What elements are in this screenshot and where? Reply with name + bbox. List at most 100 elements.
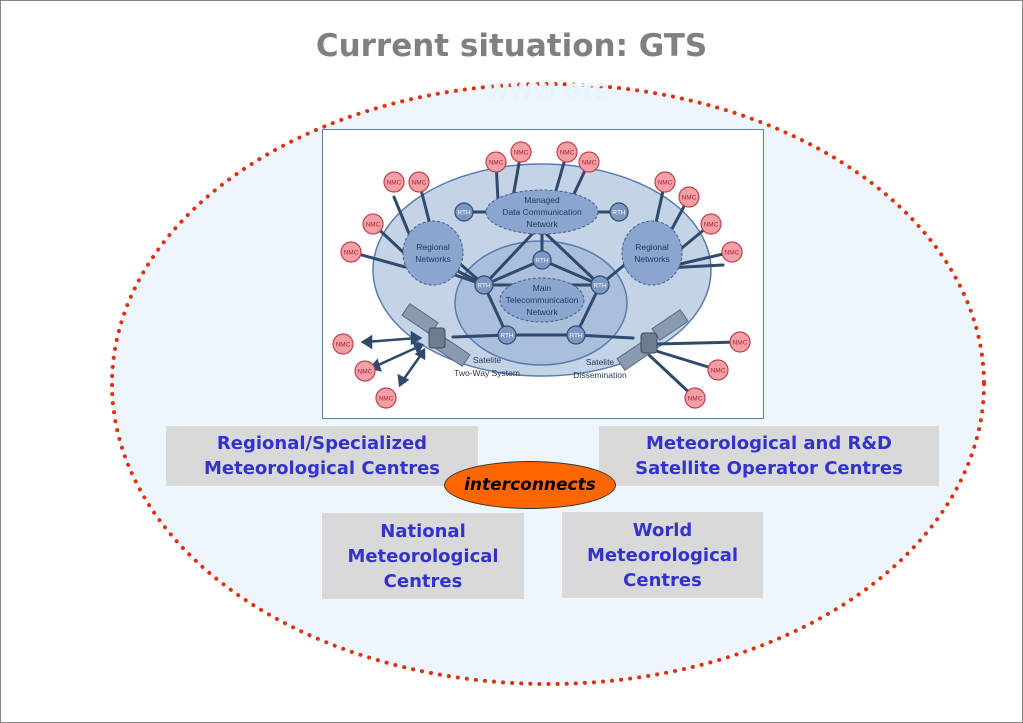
nmc-node-1-circle <box>485 151 507 173</box>
rth-node-5-circle <box>590 275 610 295</box>
network-diagram-svg: Managed Data Communication Network Main … <box>332 141 751 409</box>
rth-node-3-label: RTH <box>535 257 549 264</box>
nmc-node-16-label: NMC <box>733 339 748 346</box>
regional-left-label-1: Regional <box>416 242 450 252</box>
nmc-node-7-label: NMC <box>366 221 381 228</box>
rth-node-3: RTH <box>532 250 552 270</box>
page-title: Current situation: GTS <box>315 28 708 64</box>
regional-centres-box: Regional/Specialized Meteorological Cent… <box>166 426 478 486</box>
satellite-centres-label: Meteorological and R&D Satellite Operato… <box>635 433 903 479</box>
national-centres-label: National Meteorological Centres <box>347 520 499 592</box>
nmc-node-15-circle <box>375 387 397 409</box>
managed-label-2: Data Communication <box>502 207 582 217</box>
nmc-node-14: NMC <box>354 360 376 382</box>
nmc-node-3: NMC <box>556 141 578 163</box>
sat-two-way-label-2: Two-Way System <box>454 368 520 378</box>
rth-node-4: RTH <box>474 275 494 295</box>
rth-node-7: RTH <box>566 325 586 345</box>
nmc-node-1-label: NMC <box>489 159 504 166</box>
regional-network-left-ellipse <box>402 220 464 286</box>
main-network-ellipse <box>499 277 585 323</box>
nmc-node-1: NMC <box>485 151 507 173</box>
nmc-node-12: NMC <box>721 241 743 263</box>
nmc-node-5-circle <box>383 171 405 193</box>
rth-node-1-label: RTH <box>457 209 471 216</box>
nmc-node-6: NMC <box>408 171 430 193</box>
satellite-right <box>616 308 689 372</box>
nmc-node-5: NMC <box>383 171 405 193</box>
interconnects-oval: interconnects <box>444 461 616 509</box>
nmc-node-7: NMC <box>362 213 384 235</box>
main-label-1: Main <box>533 283 552 293</box>
nmc-node-7-circle <box>362 213 384 235</box>
main-label-3: Network <box>526 307 558 317</box>
regional-right-label-1: Regional <box>635 242 669 252</box>
nmc-node-18-circle <box>684 387 706 409</box>
nmc-node-17-circle <box>707 359 729 381</box>
regional-centres-label: Regional/Specialized Meteorological Cent… <box>203 433 441 479</box>
rth-node-7-circle <box>566 325 586 345</box>
rth-node-5-label: RTH <box>593 282 607 289</box>
nmc-node-10-circle <box>678 186 700 208</box>
sat-two-way-label-1: Satelite <box>473 355 502 365</box>
managed-label-1: Managed <box>524 195 560 205</box>
nmc-node-8-label: NMC <box>344 249 359 256</box>
world-centres-box: World Meteorological Centres <box>562 512 763 598</box>
nmc-node-3-label: NMC <box>560 149 575 156</box>
network-labels: Managed Data Communication Network Main … <box>415 195 669 380</box>
nmc-node-17-label: NMC <box>711 367 726 374</box>
nmc-node-16-circle <box>729 331 751 353</box>
nmc-node-6-circle <box>408 171 430 193</box>
managed-label-3: Network <box>526 219 558 229</box>
nmc-node-3-circle <box>556 141 578 163</box>
satellite-centres-box: Meteorological and R&D Satellite Operato… <box>599 426 939 486</box>
nmc-node-12-circle <box>721 241 743 263</box>
rth-node-6-circle <box>497 325 517 345</box>
nmc-node-2-circle <box>510 141 532 163</box>
nmc-node-16: NMC <box>729 331 751 353</box>
world-centres-label: World Meteorological Centres <box>586 519 739 591</box>
nmc-node-8-circle <box>340 241 362 263</box>
rth-node-2: RTH <box>609 202 629 222</box>
nmc-node-17: NMC <box>707 359 729 381</box>
nmc-node-14-label: NMC <box>358 368 373 375</box>
rth-nodes: RTH RTH RTH RTH RTH RTH RTH <box>454 202 629 345</box>
nmc-node-6-label: NMC <box>412 179 427 186</box>
nmc-node-15: NMC <box>375 387 397 409</box>
nmc-node-9: NMC <box>654 171 676 193</box>
rth-node-1-circle <box>454 202 474 222</box>
sat-dissemination-label-1: Satelite <box>586 357 615 367</box>
satellite-arrows <box>360 330 426 388</box>
rth-node-3-circle <box>532 250 552 270</box>
nmc-node-11-label: NMC <box>704 221 719 228</box>
main-label-2: Telecommunication <box>506 295 579 305</box>
nmc-node-4-circle <box>578 151 600 173</box>
rth-node-6: RTH <box>497 325 517 345</box>
nmc-node-13-label: NMC <box>336 341 351 348</box>
network-diagram: Managed Data Communication Network Main … <box>322 129 764 419</box>
rth-node-4-circle <box>474 275 494 295</box>
nmc-node-13-circle <box>332 333 354 355</box>
interconnects-label: interconnects <box>464 475 596 495</box>
sat-dissemination-label-2: Dissemination <box>573 370 627 380</box>
nmc-node-10: NMC <box>678 186 700 208</box>
rth-node-4-label: RTH <box>477 282 491 289</box>
nmc-node-18-label: NMC <box>688 395 703 402</box>
nmc-node-5-label: NMC <box>387 179 402 186</box>
nmc-node-9-circle <box>654 171 676 193</box>
nmc-node-11-circle <box>700 213 722 235</box>
rth-node-6-label: RTH <box>500 332 514 339</box>
nmc-node-13: NMC <box>332 333 354 355</box>
nmc-node-14-circle <box>354 360 376 382</box>
managed-network-ellipse <box>485 189 599 235</box>
rth-node-1: RTH <box>454 202 474 222</box>
nmc-node-11: NMC <box>700 213 722 235</box>
nmc-node-8: NMC <box>340 241 362 263</box>
rth-node-2-label: RTH <box>612 209 626 216</box>
regional-right-label-2: Networks <box>634 254 669 264</box>
national-centres-box: National Meteorological Centres <box>322 513 524 599</box>
nmc-node-15-label: NMC <box>379 395 394 402</box>
nmc-node-2: NMC <box>510 141 532 163</box>
rth-node-7-label: RTH <box>569 332 583 339</box>
